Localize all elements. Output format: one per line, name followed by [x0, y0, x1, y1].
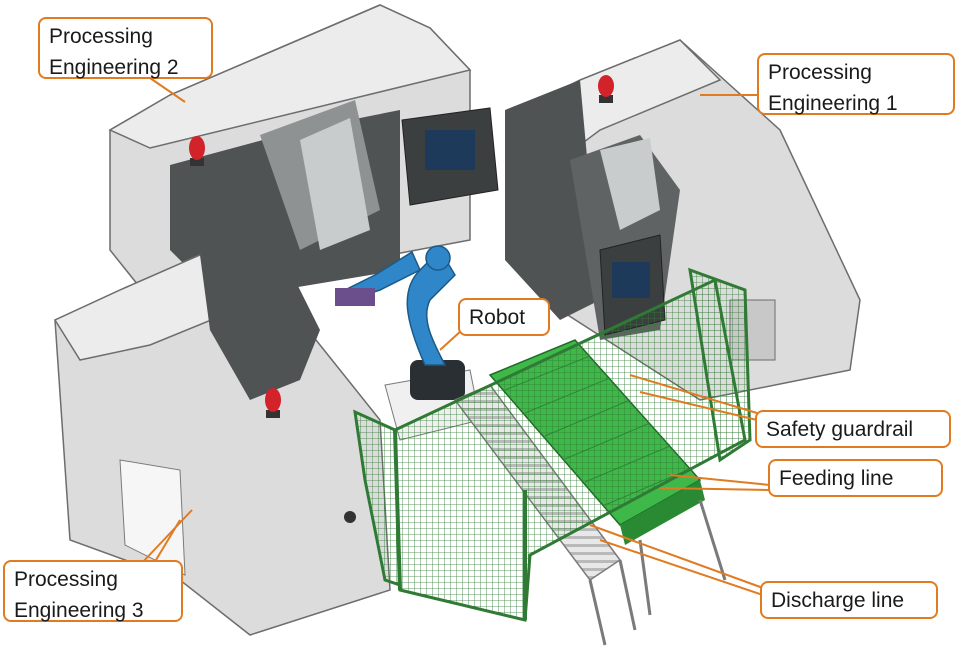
beacon-light-icon: [189, 136, 205, 166]
machine-processing-2: [108, 4, 499, 301]
label-line: Engineering 3: [14, 599, 144, 622]
label-line: Robot: [469, 306, 526, 329]
label-safety-guardrail: Safety guardrail: [755, 410, 951, 448]
label-line: Engineering 1: [768, 92, 898, 115]
control-panel-icon: [401, 107, 499, 206]
label-robot: Robot: [458, 298, 550, 336]
label-discharge-line: Discharge line: [760, 581, 938, 619]
machine-processing-1: [505, 39, 861, 401]
label-processing-engineering-1: Processing Engineering 1: [757, 53, 955, 115]
label-line: Processing: [14, 568, 118, 591]
label-feeding-line: Feeding line: [768, 459, 943, 497]
beacon-light-icon: [598, 75, 614, 103]
label-line: Engineering 2: [49, 56, 179, 79]
label-line: Discharge line: [771, 589, 905, 612]
label-line: Safety guardrail: [766, 418, 914, 441]
label-line: Processing: [768, 61, 872, 84]
label-processing-engineering-2: Processing Engineering 2: [38, 17, 213, 79]
machine-processing-3: [53, 250, 391, 636]
beacon-light-icon: [265, 388, 281, 418]
label-line: Feeding line: [779, 467, 894, 490]
label-processing-engineering-3: Processing Engineering 3: [3, 560, 183, 622]
label-line: Processing: [49, 25, 153, 48]
mesh-fence-icon: [353, 267, 752, 622]
